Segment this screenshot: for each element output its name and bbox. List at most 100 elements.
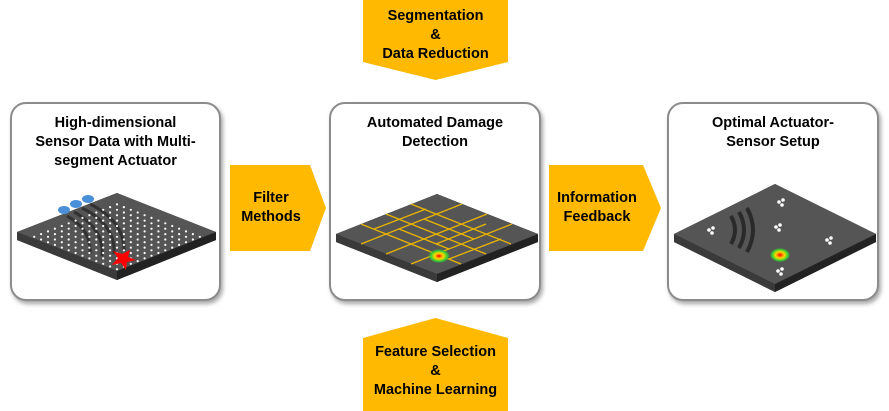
sensor-dot [95, 260, 98, 263]
sensor-dot [67, 238, 70, 241]
sensor-dot [74, 235, 77, 238]
sensor-dot [122, 243, 125, 246]
sensor-dot [171, 224, 174, 228]
sensor-dot [136, 233, 139, 236]
segmented-plate-illustration [336, 194, 538, 282]
sensor-dot [74, 251, 77, 255]
sensor-dot [81, 222, 84, 225]
sensor-dot [46, 235, 50, 238]
sensor-clusters [707, 198, 833, 276]
sensor-dot [129, 246, 132, 249]
sensor-dot [46, 230, 50, 233]
sensor-dot [102, 214, 105, 217]
damage-hotspot [770, 248, 790, 262]
actuator-segments [58, 195, 94, 214]
sensor-dot [95, 216, 98, 219]
sensor-dot [81, 254, 84, 257]
sensor-dot [136, 254, 139, 257]
sensor-dot [67, 227, 70, 230]
sensor-dot [109, 254, 112, 257]
sensor-dot [164, 249, 167, 252]
sensor-dot [171, 230, 174, 233]
sensor-dot [95, 211, 98, 214]
sensor-dot [115, 214, 119, 217]
sensor-dot [178, 238, 181, 241]
sensor-dot [122, 233, 125, 236]
sensor-dot [150, 243, 153, 246]
sensor-dot [143, 235, 146, 238]
sensor-dot [95, 227, 98, 230]
sensor-dot [95, 238, 98, 241]
sensor-dot [74, 246, 77, 249]
sensor-dot [60, 241, 63, 244]
sensor-dot [102, 241, 105, 244]
sensor-dot [109, 227, 112, 230]
sensor-dot [53, 227, 57, 230]
sensor-dot [122, 206, 125, 209]
sensor-dot [150, 238, 153, 241]
sensor-dot [102, 235, 105, 238]
sensor-dot [109, 216, 112, 219]
sensor-dot [115, 230, 119, 233]
sensor-dot [88, 241, 91, 244]
sensor-dot [40, 233, 43, 236]
sensor-dot [157, 246, 160, 249]
sensor-dot [164, 243, 167, 246]
sensor-dot [136, 211, 139, 214]
feature-selection-arrow: Feature Selection & Machine Learning [363, 318, 508, 411]
sensor-dot [157, 219, 160, 222]
wave-front [729, 207, 755, 253]
sensor-dot [88, 230, 91, 233]
sensor-dot [150, 227, 153, 230]
sensor-dot [81, 243, 84, 246]
sensor-dot [81, 249, 84, 252]
sensor-dot [129, 262, 132, 265]
sensor-dot [150, 249, 153, 252]
sensor-dot [88, 246, 91, 249]
sensor-dot [136, 243, 139, 246]
sensor-dot [143, 230, 146, 233]
sensor-dot [136, 249, 139, 252]
sensor-dot [115, 219, 119, 222]
sensor-dot [129, 251, 132, 255]
sensor-dot [115, 268, 119, 271]
sensor-dot [122, 216, 125, 219]
sensor-dot [143, 224, 146, 228]
optimal-plate-illustration [674, 184, 876, 292]
sensor-dot [115, 235, 119, 238]
damage-marker [112, 250, 136, 270]
sensor-dot [143, 214, 146, 217]
damage-hotspot [428, 249, 450, 263]
sensor-dot [109, 260, 112, 263]
sensor-dot [74, 230, 77, 233]
sensor-dot [53, 233, 57, 236]
sensor-dot [122, 227, 125, 230]
sensor-dot [129, 214, 132, 217]
sensor-dot [109, 243, 112, 246]
sensor-dot [157, 230, 160, 233]
sensor-dot [81, 238, 84, 241]
sensor-dot [129, 235, 132, 238]
sensor-dot [143, 251, 146, 255]
sensor-dot [157, 224, 160, 228]
sensor-dot [74, 241, 77, 244]
sensor-dot [102, 257, 105, 260]
sensor-dot [88, 214, 91, 217]
sensor-dot [102, 246, 105, 249]
sensor-dot [122, 249, 125, 252]
sensor-dot [53, 238, 57, 241]
sensor-dot [136, 222, 139, 225]
sensor-dot [88, 235, 91, 238]
information-feedback-label: Information Feedback [557, 190, 637, 225]
sensor-dot [198, 235, 201, 238]
sensor-dot [143, 246, 146, 249]
sensor-dot-grid [33, 203, 201, 271]
damage-detection-box: Automated Damage Detection [329, 102, 541, 301]
sensor-dot [102, 262, 105, 265]
sensor-dot [157, 251, 160, 255]
sensor-dot [102, 208, 105, 211]
sensor-dot [60, 246, 63, 249]
sensor-dot [88, 219, 91, 222]
sensor-dot [81, 216, 84, 219]
sensor-dot [122, 211, 125, 214]
